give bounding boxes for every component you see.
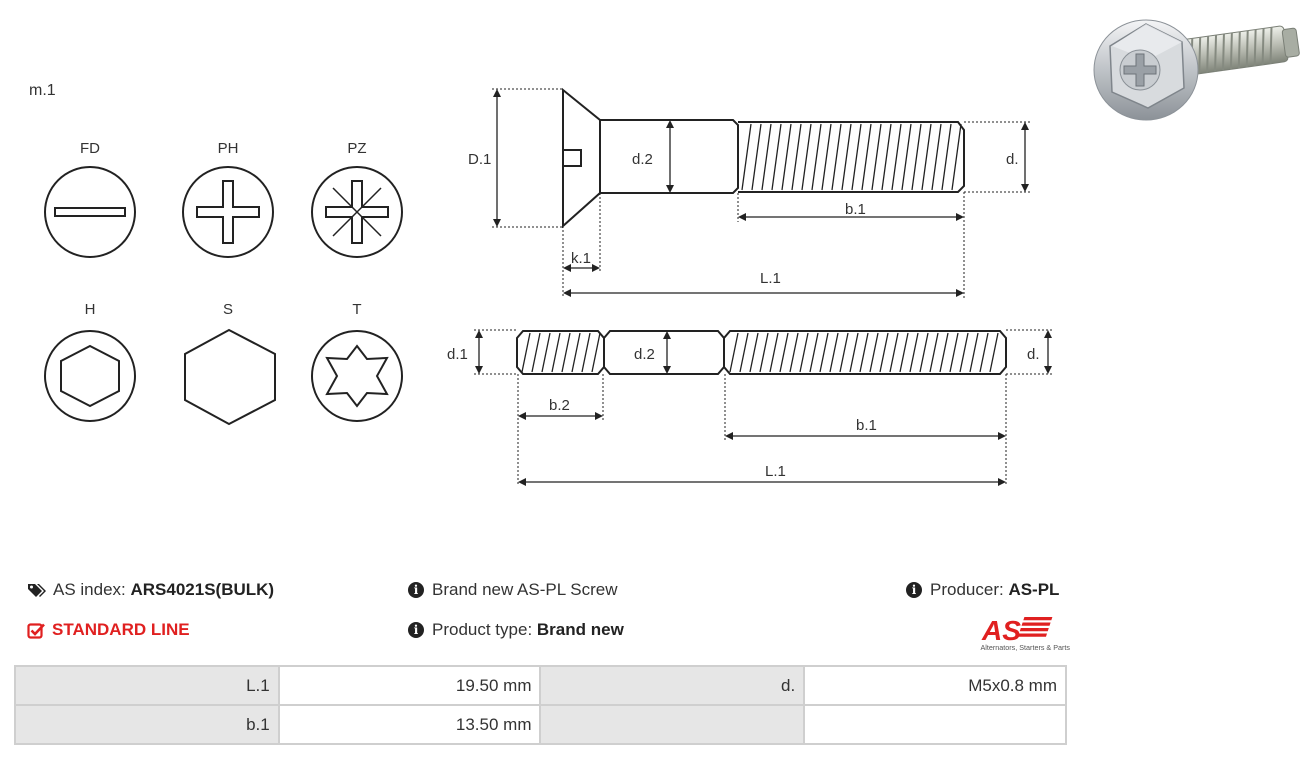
specs-table: L.1 19.50 mm d. M5x0.8 mm b.1 13.50 mm bbox=[14, 665, 1067, 745]
product-type-label: Product type: bbox=[432, 620, 533, 639]
head-label-fd: FD bbox=[80, 140, 100, 157]
spec-value: 19.50 mm bbox=[277, 665, 542, 706]
technical-drawing: m.1 FD PH PZ H S T bbox=[29, 82, 1052, 486]
dim-label-L1: L.1 bbox=[760, 270, 781, 287]
as-index-label: AS index: bbox=[53, 580, 126, 599]
stud-label-d1: d.1 bbox=[447, 346, 468, 363]
stud-label-d: d. bbox=[1027, 346, 1040, 363]
dim-label-d2: d.2 bbox=[632, 151, 653, 168]
tags-icon bbox=[28, 584, 46, 597]
spec-label: d. bbox=[539, 665, 806, 706]
as-pl-logo: AS Alternators, Starters & Parts bbox=[981, 615, 1071, 652]
product-photo bbox=[1093, 19, 1300, 121]
model-label: m.1 bbox=[29, 82, 56, 99]
stud-drawing: d.1 d.2 d. b.2 b.1 L.1 bbox=[447, 329, 1052, 486]
dim-label-d: d. bbox=[1006, 151, 1019, 168]
dim-label-b1: b.1 bbox=[845, 201, 866, 218]
head-label-s: S bbox=[223, 301, 233, 318]
head-label-h: H bbox=[85, 301, 96, 318]
spec-value: 13.50 mm bbox=[277, 704, 542, 745]
hexagon-head-icon bbox=[184, 328, 276, 426]
dim-label-D1: D.1 bbox=[468, 151, 491, 168]
slotted-head-icon bbox=[44, 166, 136, 258]
head-label-t: T bbox=[352, 301, 361, 318]
brand-new-row: i Brand new AS-PL Screw bbox=[408, 580, 618, 600]
checkbox-checked-icon bbox=[27, 622, 45, 639]
info-icon: i bbox=[906, 582, 922, 598]
torx-head-icon bbox=[311, 330, 403, 422]
brand-new-text: Brand new AS-PL Screw bbox=[432, 580, 618, 599]
head-label-ph: PH bbox=[218, 140, 239, 157]
spec-value: M5x0.8 mm bbox=[803, 665, 1067, 706]
info-icon: i bbox=[408, 582, 424, 598]
info-icon: i bbox=[408, 622, 424, 638]
stud-label-b2: b.2 bbox=[549, 397, 570, 414]
spec-label: L.1 bbox=[14, 665, 280, 706]
as-index-row: AS index: ARS4021S(BULK) bbox=[27, 580, 274, 600]
dim-label-k1: k.1 bbox=[571, 250, 591, 267]
producer-label: Producer: bbox=[930, 580, 1004, 599]
logo-tagline: Alternators, Starters & Parts bbox=[981, 643, 1071, 652]
svg-text:AS: AS bbox=[981, 615, 1021, 646]
pozidriv-head-icon bbox=[311, 166, 403, 258]
stud-label-b1: b.1 bbox=[856, 417, 877, 434]
spec-label: b.1 bbox=[14, 704, 280, 745]
table-row: L.1 19.50 mm d. M5x0.8 mm bbox=[14, 665, 1067, 706]
producer-value: AS-PL bbox=[1008, 580, 1060, 599]
stud-label-d2: d.2 bbox=[634, 346, 655, 363]
head-label-pz: PZ bbox=[347, 140, 366, 157]
product-type-value: Brand new bbox=[536, 620, 624, 639]
countersunk-screw-drawing: D.1 d.2 d. b.1 k.1 L.1 bbox=[468, 87, 1030, 298]
hex-socket-head-icon bbox=[44, 330, 136, 422]
producer-row: i Producer: AS-PL bbox=[906, 580, 1059, 600]
standard-line-label: STANDARD LINE bbox=[52, 620, 190, 639]
standard-line-badge: STANDARD LINE bbox=[27, 620, 190, 640]
table-row: b.1 13.50 mm bbox=[14, 704, 1067, 745]
spec-value bbox=[803, 704, 1067, 745]
phillips-head-icon bbox=[182, 166, 274, 258]
product-type-row: i Product type: Brand new bbox=[408, 620, 624, 640]
spec-label bbox=[539, 704, 806, 745]
stud-label-L1: L.1 bbox=[765, 463, 786, 480]
as-index-value: ARS4021S(BULK) bbox=[130, 580, 275, 599]
